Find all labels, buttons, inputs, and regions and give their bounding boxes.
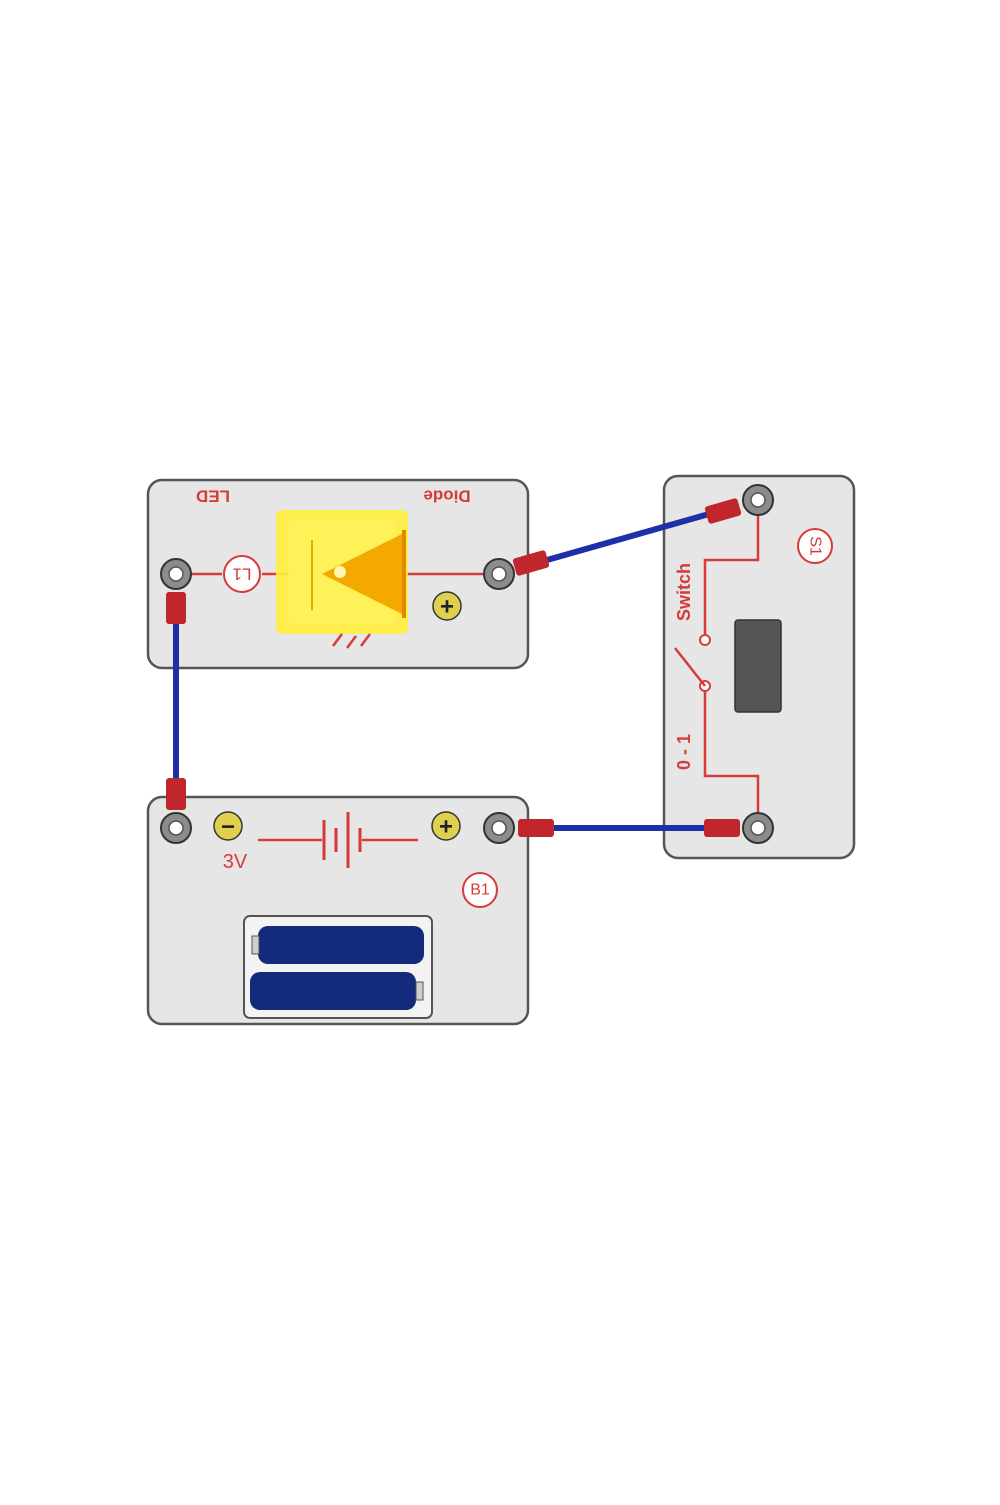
switch-lever [674,647,706,687]
switch-label-switch: Switch [674,563,694,621]
switch-trace-lower [703,690,760,812]
led-diode-triangle [322,534,402,614]
led-module[interactable]: L1 LED Diode + [146,478,530,670]
switch-slider[interactable] [734,619,782,713]
switch-designator: S1 [807,536,824,556]
switch-module[interactable]: Switch 0 - 1 S1 [662,474,856,860]
led-plus-symbol: + [440,594,454,621]
battery-minus-badge [213,811,243,841]
led-light-ray-2 [346,635,357,649]
battery-module[interactable]: − + 3V B1 [146,795,530,1026]
battery-cell-top [258,926,424,964]
battery-designator-circle [462,872,498,908]
wire-end-led-right [512,550,550,576]
led-light-ray-3 [360,633,371,647]
battery-snap-right[interactable] [483,812,515,844]
switch-label-states: 0 - 1 [674,734,694,770]
wire-end-switch-bottom [704,819,740,837]
battery-designator: B1 [470,882,490,899]
wire-led-to-switch[interactable] [512,498,742,577]
led-label-diode: Diode [423,487,470,506]
led-designator: L1 [233,565,252,584]
led-snap-left[interactable] [160,558,192,590]
battery-plus-badge [431,811,461,841]
led-label-led: LED [196,487,230,506]
wire-end-battery-right [518,819,554,837]
battery-minus-symbol: − [221,814,235,841]
wire-end-switch-top [704,498,742,524]
battery-cell-bottom [250,972,416,1010]
switch-trace [703,512,760,636]
battery-snap-left[interactable] [160,812,192,844]
led-snap-right[interactable] [483,558,515,590]
led-light-ray-1 [332,633,343,647]
wire-end-led-left [166,592,186,624]
wire-battery-to-switch[interactable] [518,819,740,837]
switch-designator-circle [797,528,833,564]
battery-voltage-label: 3V [223,851,248,873]
battery-plus-symbol: + [439,814,453,841]
switch-contact-top [699,634,711,646]
led-plus-badge [432,591,462,621]
led-designator-circle [223,555,261,593]
battery-cell-top-tip [251,935,260,955]
battery-cell-bottom-tip [415,981,424,1001]
led-diode-dot [334,566,346,578]
switch-snap-bottom[interactable] [742,812,774,844]
wire-led-to-battery[interactable] [166,592,186,810]
switch-snap-top[interactable] [742,484,774,516]
wire-end-battery-left [166,778,186,810]
